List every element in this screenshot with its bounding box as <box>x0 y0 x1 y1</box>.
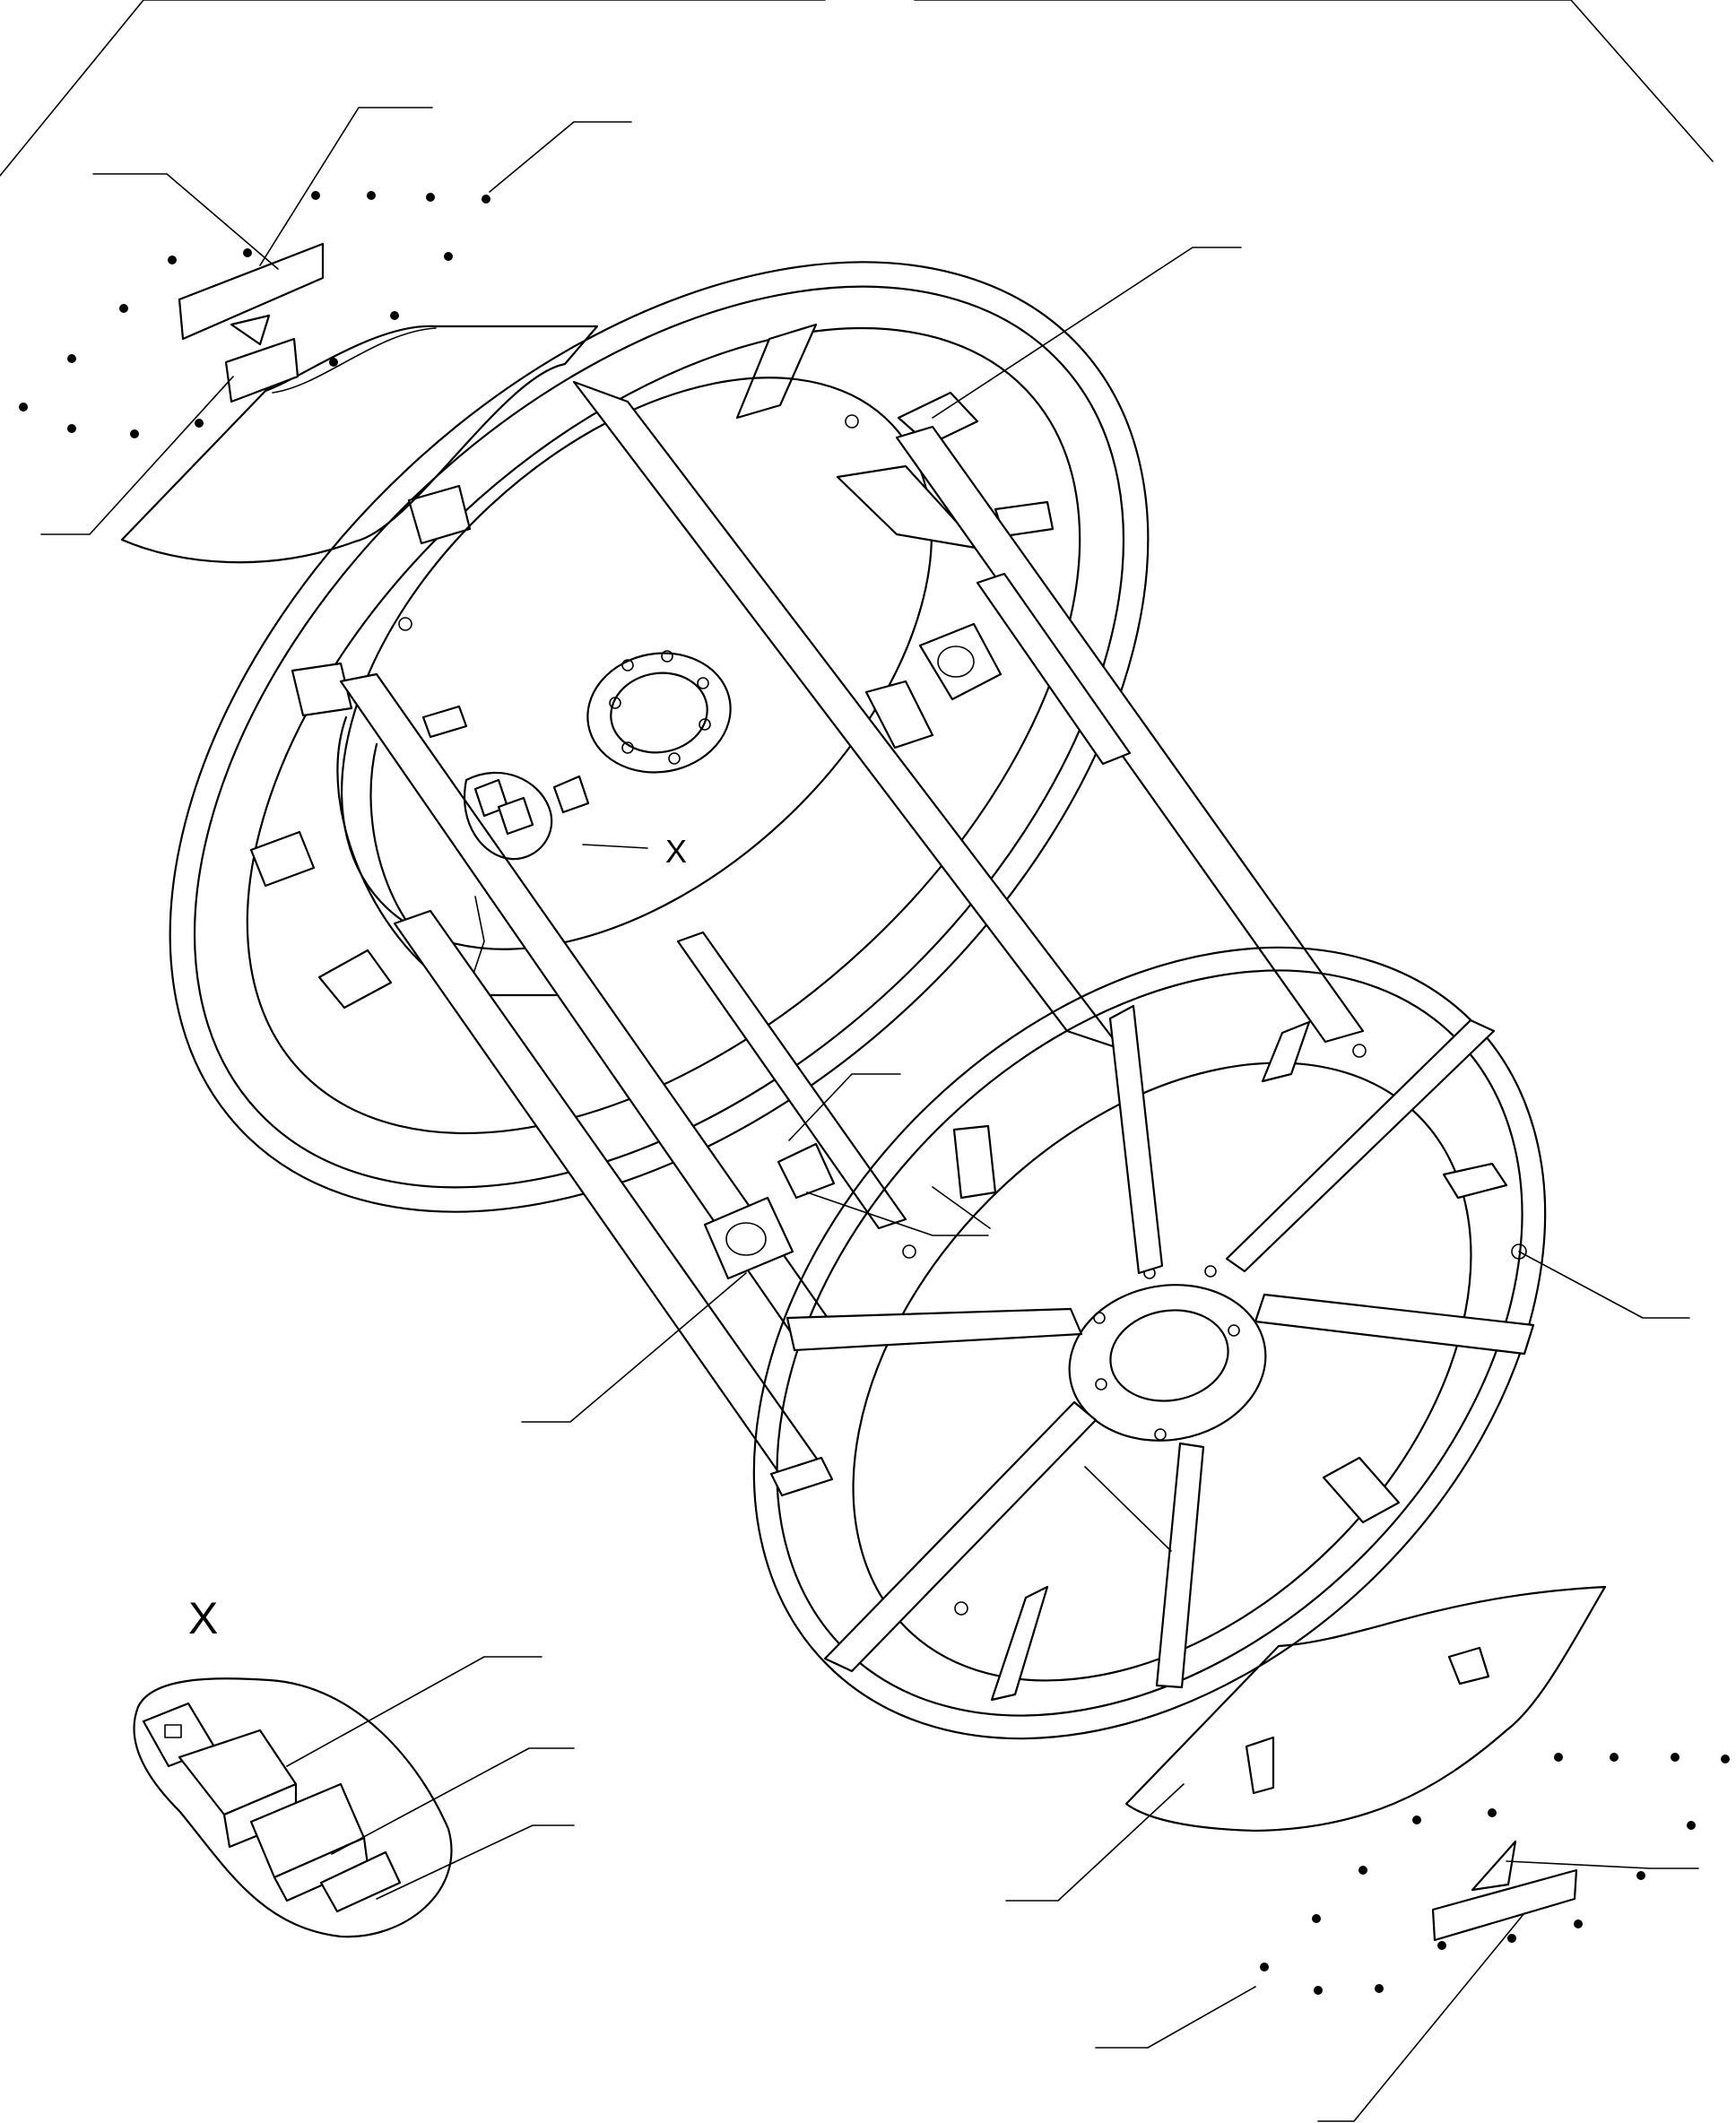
detail-x-marker-label: X <box>665 833 687 870</box>
detail-x-callout: X <box>421 705 687 870</box>
top-left-screws <box>19 191 490 438</box>
leader-lines <box>40 107 1699 2122</box>
longitudinal-frame-members <box>339 380 1365 1486</box>
rear-flange-stiffeners <box>249 323 1055 1010</box>
front-inner-disc <box>852 1044 1527 1682</box>
bottom-right-screws <box>1260 1753 1730 1995</box>
top-left-cover-plate <box>120 325 599 564</box>
mounting-brackets <box>703 622 1003 1280</box>
front-flange-ring <box>752 946 1547 1740</box>
bottom-right-cover-plate <box>1124 1585 1607 1833</box>
lower-frame-ties <box>932 1186 1172 1552</box>
detail-x-title: X <box>188 1593 218 1643</box>
top-left-label-plates <box>178 242 325 403</box>
perspective-guide-lines <box>0 0 1714 177</box>
rear-inner-disc <box>341 377 983 950</box>
detail-x-view <box>133 1677 453 1938</box>
front-flange-spokes <box>769 1004 1535 1702</box>
bottom-right-label-plates <box>1431 1840 1578 1942</box>
rear-flange-ring <box>169 261 1150 1213</box>
